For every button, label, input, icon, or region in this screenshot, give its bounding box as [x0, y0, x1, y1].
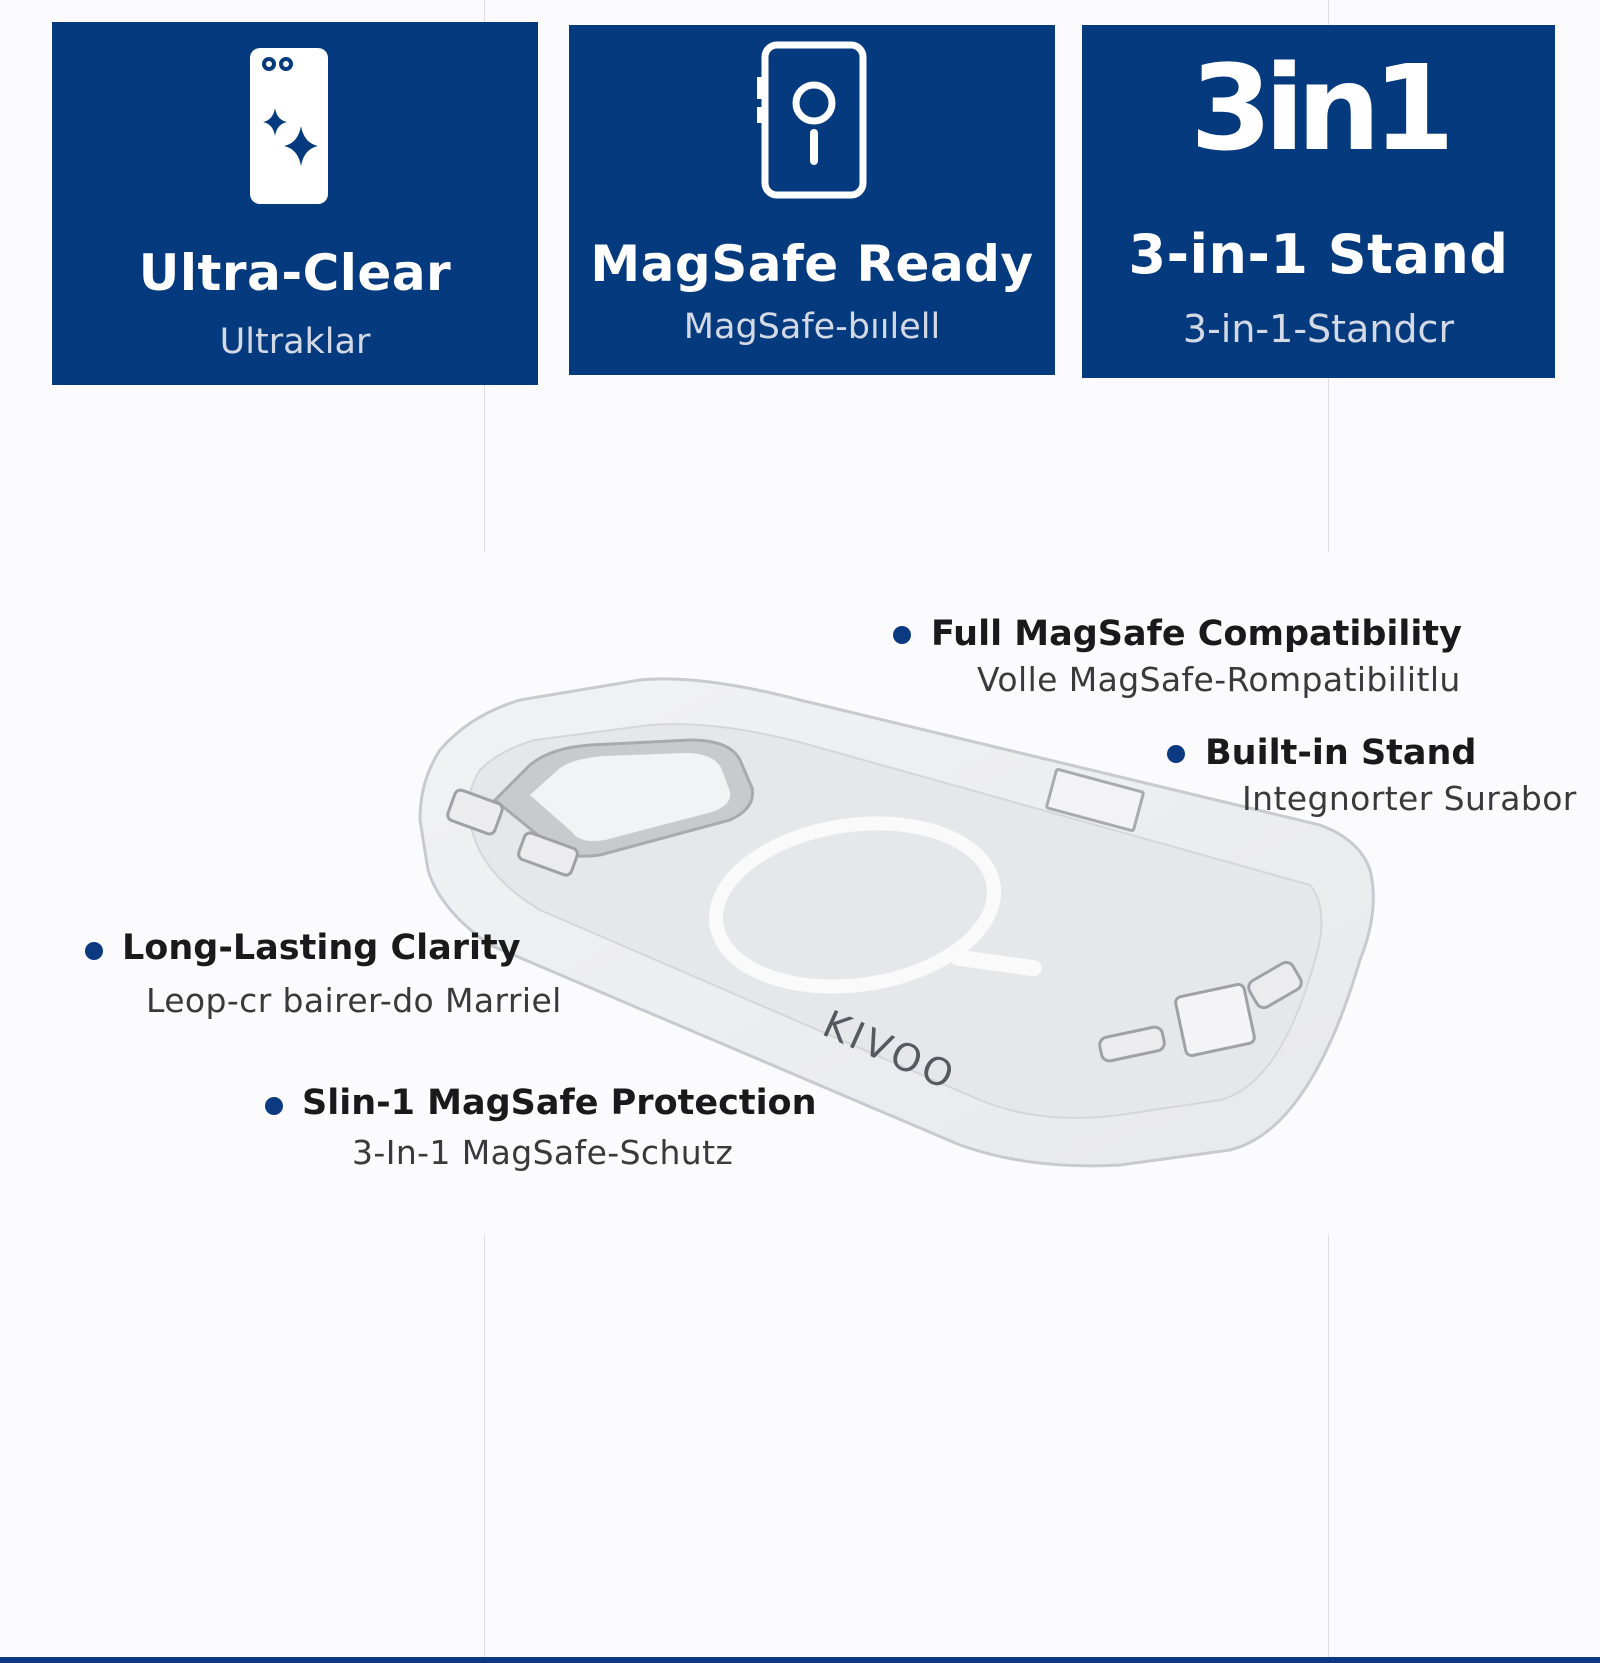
- card-subtitle: Ultraklar: [219, 322, 371, 362]
- card-subtitle: MagSafe-bıılell: [683, 307, 941, 347]
- magsafe-phone-icon: [757, 41, 867, 199]
- feature-subtitle: Volle MagSafe-Rompatibilitlu: [977, 660, 1461, 699]
- bullet-dot: [85, 942, 103, 960]
- feature-card-3in1-stand: 3in1 3-in-1 Stand 3-in-1-Standcr: [1082, 25, 1555, 378]
- clear-phone-case-image: KIVOO: [418, 677, 1375, 1168]
- card-title: MagSafe Ready: [590, 235, 1034, 293]
- divider-line-left-bottom: [484, 1235, 485, 1657]
- feature-subtitle: Leop-cr bairer-do Marriel: [146, 981, 562, 1020]
- bottom-accent-bar: [0, 1657, 1600, 1663]
- feature-title: Long-Lasting Clarity: [122, 928, 521, 968]
- phone-sparkle-icon: [250, 48, 328, 204]
- card-title: Ultra-Clear: [138, 244, 452, 302]
- feature-card-ultra-clear: Ultra-Clear Ultraklar: [52, 22, 538, 385]
- feature-subtitle: Integnorter Surabor: [1242, 779, 1577, 818]
- card-title: 3-in-1 Stand: [1128, 223, 1509, 286]
- feature-title: Built-in Stand: [1205, 733, 1477, 773]
- feature-title: Slin-1 MagSafe Protection: [302, 1083, 817, 1123]
- card-subtitle: 3-in-1-Standcr: [1182, 307, 1455, 351]
- feature-card-magsafe-ready: MagSafe Ready MagSafe-bıılell: [569, 25, 1055, 375]
- three-in-one-icon: 3in1: [1190, 39, 1455, 177]
- bullet-dot: [893, 626, 911, 644]
- divider-line-right-bottom: [1328, 1235, 1329, 1657]
- bullet-dot: [1167, 745, 1185, 763]
- bullet-dot: [265, 1097, 283, 1115]
- feature-title: Full MagSafe Compatibility: [931, 614, 1462, 654]
- feature-subtitle: 3-In-1 MagSafe-Schutz: [352, 1133, 734, 1172]
